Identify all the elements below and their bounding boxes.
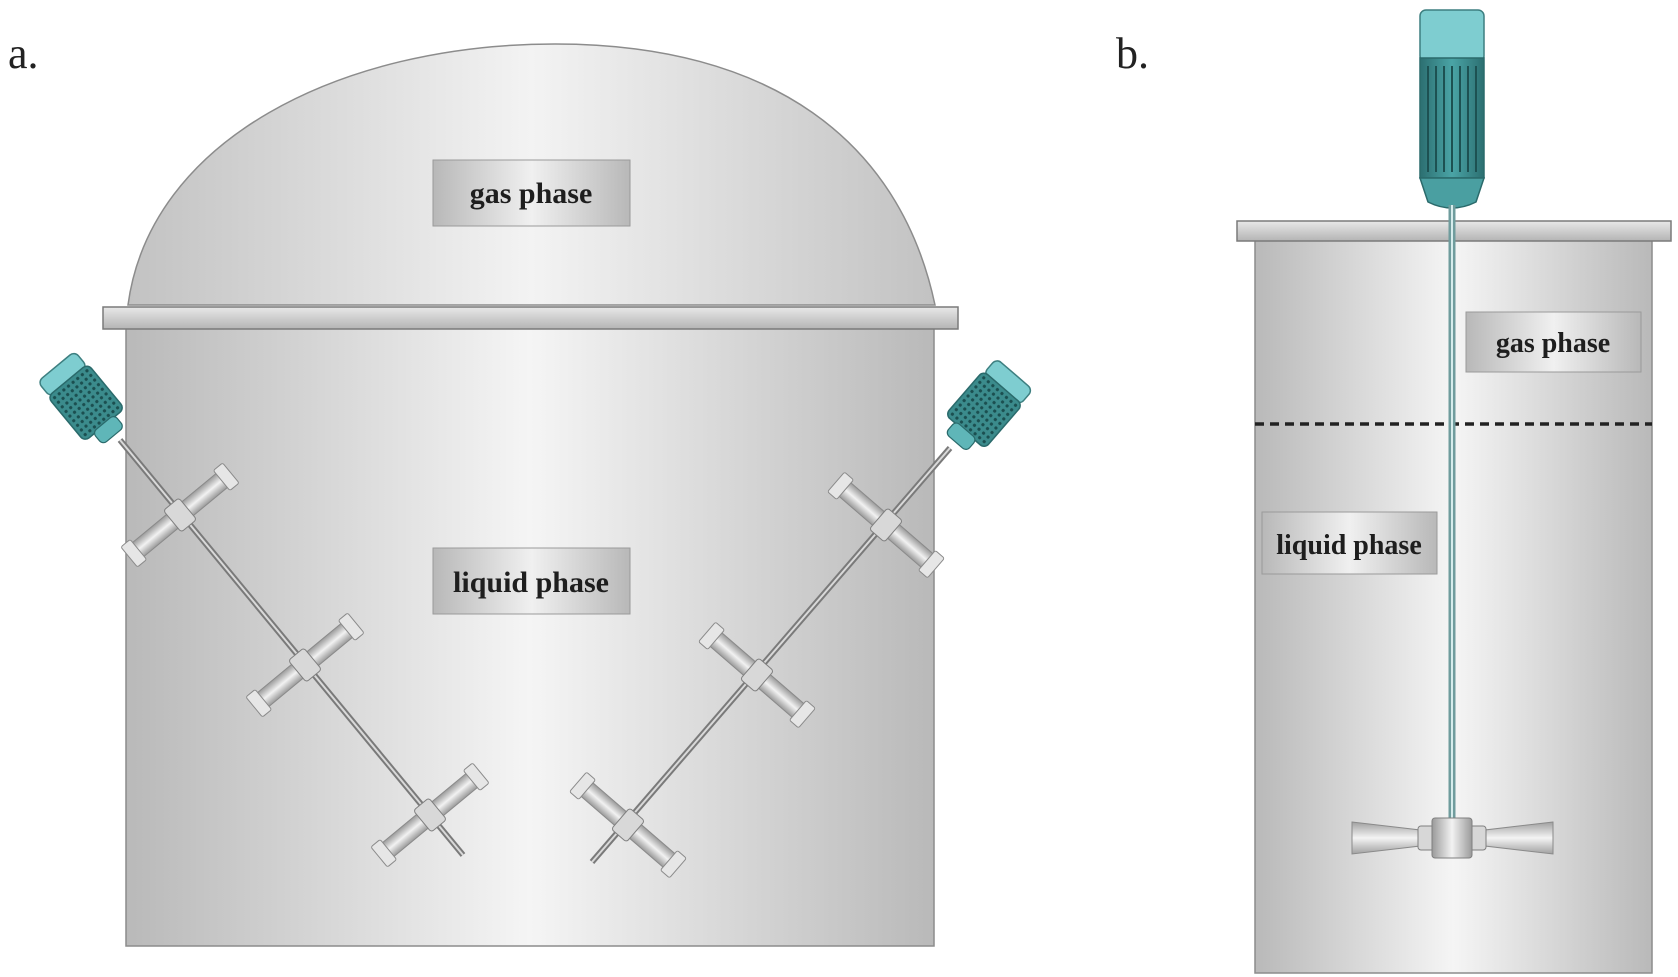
right-agitator-motor xyxy=(935,356,1036,461)
gas-phase-text-a: gas phase xyxy=(470,177,593,210)
liquid-phase-text-a: liquid phase xyxy=(453,566,609,599)
gas-phase-label-b: gas phase xyxy=(1465,311,1642,373)
gas-phase-text-b: gas phase xyxy=(1496,328,1610,359)
right-side-agitator xyxy=(568,356,1036,880)
panel-a-letter: a. xyxy=(8,29,39,78)
left-agitator-motor xyxy=(35,349,135,454)
top-motor xyxy=(1418,9,1486,209)
reactor-a-body xyxy=(125,327,935,947)
liquid-phase-text-b: liquid phase xyxy=(1276,530,1422,561)
reactor-a-flange xyxy=(102,306,959,330)
panel-b-letter: b. xyxy=(1116,29,1149,78)
left-side-agitator xyxy=(35,349,491,869)
bottom-impeller xyxy=(1351,817,1554,859)
liquid-phase-label-b: liquid phase xyxy=(1261,511,1438,575)
liquid-phase-label-a: liquid phase xyxy=(432,547,631,615)
gas-phase-label-a: gas phase xyxy=(432,159,631,227)
panel-a: a. gas phase liquid phase xyxy=(8,29,1036,947)
panel-b: b. xyxy=(1116,9,1672,974)
